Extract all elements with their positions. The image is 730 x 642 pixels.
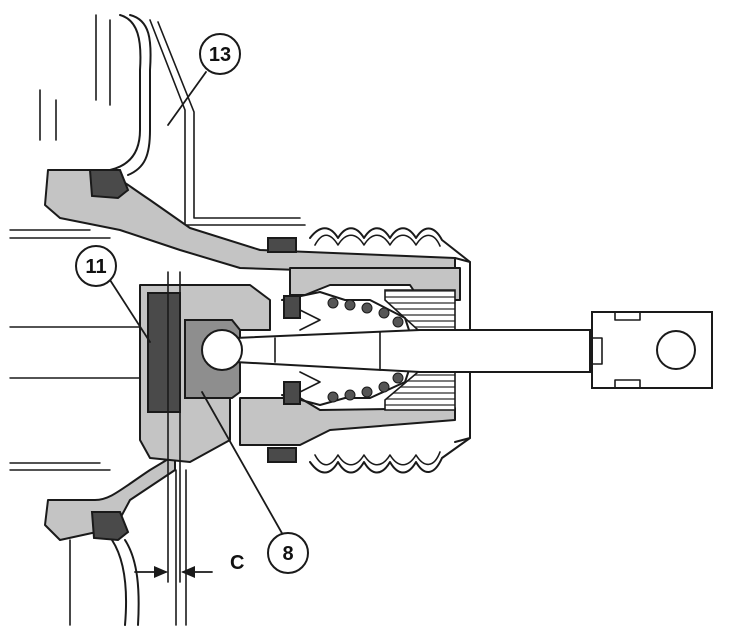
spring-coils [327, 297, 404, 403]
bulkhead-panel [39, 14, 306, 226]
leader-lines [109, 71, 284, 536]
dimension-c-arrows [134, 566, 213, 578]
rubber-boot [309, 227, 471, 474]
callout-8-label: 8 [282, 543, 293, 565]
callout-11-label: 11 [85, 256, 106, 278]
pushrod [201, 329, 591, 373]
callout-13: 13 [199, 33, 241, 75]
callout-13-label: 13 [209, 44, 231, 66]
reference-lines [9, 229, 151, 471]
callout-11: 11 [75, 245, 117, 287]
dimension-c-label: C [230, 552, 244, 574]
clevis-end [591, 311, 713, 389]
lower-panel [69, 469, 187, 626]
callout-8: 8 [267, 532, 309, 574]
inner-cage [281, 291, 411, 406]
dimension-lines [167, 271, 181, 583]
